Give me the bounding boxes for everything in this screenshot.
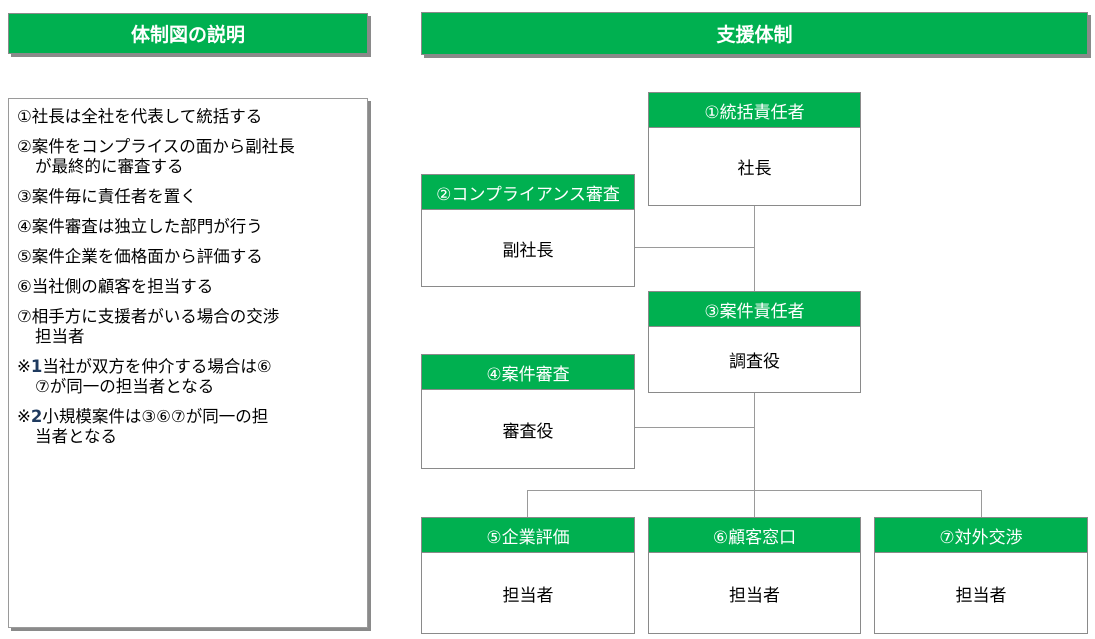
connector	[754, 392, 755, 517]
support-structure-header: 支援体制	[421, 12, 1088, 55]
connector	[754, 205, 755, 291]
explanation-item: ④案件審査は独立した部門が行う	[17, 217, 263, 236]
explanation-item: ⑦相手方に支援者がいる場合の交渉担当者	[17, 307, 280, 346]
org-box-compliance: ②コンプライアンス審査副社長	[421, 174, 635, 287]
box-role: 社長	[737, 159, 772, 179]
box-title: ⑤企業評価	[422, 518, 634, 553]
explanation-item: ⑤案件企業を価格面から評価する	[17, 247, 263, 266]
box-role: 審査役	[502, 421, 554, 442]
explanation-item: ⑥当社側の顧客を担当する	[17, 277, 214, 296]
box-title: ①統括責任者	[649, 93, 860, 128]
box-role: 担当者	[502, 585, 554, 606]
box-title: ③案件責任者	[649, 292, 860, 327]
connector	[527, 490, 528, 517]
org-box-general-manager: ①統括責任者社長	[648, 92, 861, 206]
box-role: 調査役	[729, 352, 780, 372]
note-item: ※2小規模案件は③⑥⑦が同一の担当者となる	[17, 407, 269, 446]
org-box-valuation: ⑤企業評価担当者	[421, 517, 635, 634]
org-box-case-review: ④案件審査審査役	[421, 354, 635, 469]
explanation-item: ①社長は全社を代表して統括する	[17, 107, 263, 126]
explanation-header: 体制図の説明	[8, 13, 368, 54]
connector	[527, 490, 982, 491]
connector	[634, 247, 755, 248]
box-role: 副社長	[502, 240, 554, 261]
org-box-case-manager: ③案件責任者調査役	[648, 291, 861, 393]
explanation-item: ②案件をコンプライスの面から副社長が最終的に審査する	[17, 137, 295, 176]
explanation-item: ③案件毎に責任者を置く	[17, 187, 197, 206]
connector	[981, 490, 982, 517]
explanation-panel: ①社長は全社を代表して統括する ②案件をコンプライスの面から副社長が最終的に審査…	[8, 98, 368, 628]
org-box-client-contact: ⑥顧客窓口担当者	[648, 517, 861, 634]
box-role: 担当者	[955, 585, 1007, 606]
box-role: 担当者	[729, 585, 780, 606]
box-title: ⑦対外交渉	[875, 518, 1087, 553]
connector	[634, 427, 755, 428]
box-title: ④案件審査	[422, 355, 634, 390]
box-title: ②コンプライアンス審査	[422, 175, 634, 210]
box-title: ⑥顧客窓口	[649, 518, 860, 553]
org-box-external-negotiation: ⑦対外交渉担当者	[874, 517, 1088, 634]
